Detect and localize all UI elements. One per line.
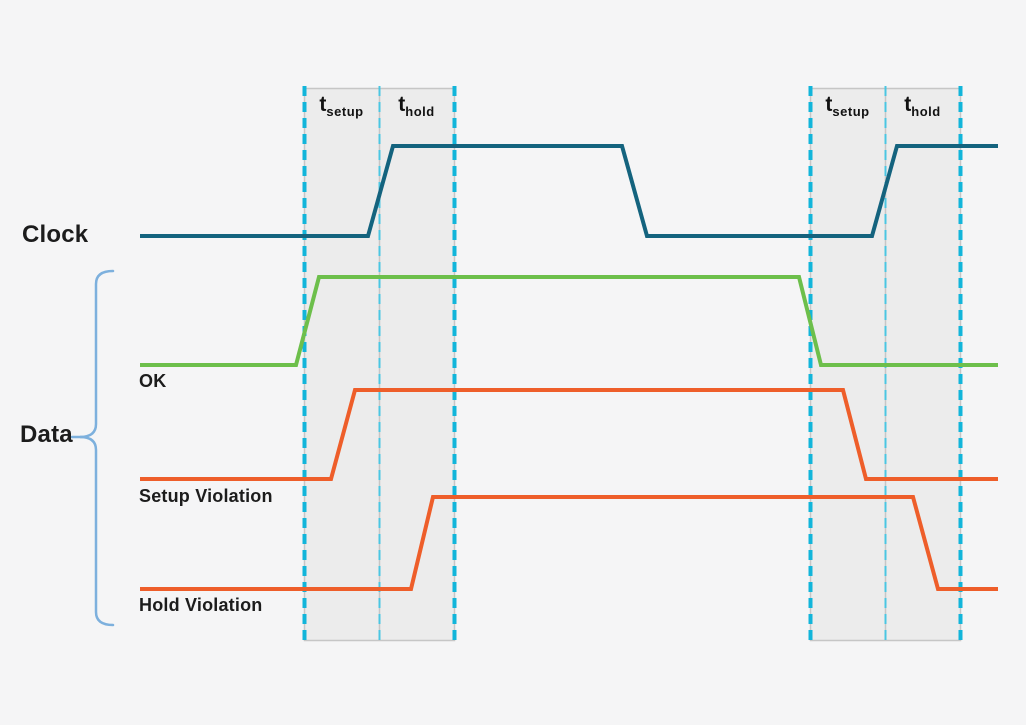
data-hold-violation-waveform	[140, 495, 998, 591]
data-setup-violation-waveform	[140, 388, 998, 481]
clock-label: Clock	[22, 221, 89, 248]
t-symbol: t	[398, 93, 406, 116]
t-symbol: t	[319, 93, 327, 116]
hold-subscript: hold	[911, 104, 941, 120]
setup-subscript: setup	[326, 104, 364, 120]
t-symbol: t	[825, 93, 833, 116]
ok-signal-label: OK	[139, 371, 167, 391]
t-setup-label-2: tsetup	[810, 93, 885, 119]
data-brace	[70, 269, 115, 627]
hold-violation-signal-label: Hold Violation	[139, 595, 263, 615]
t-setup-label-1: tsetup	[304, 93, 379, 119]
t-symbol: t	[904, 93, 912, 116]
setup-violation-signal-label: Setup Violation	[139, 486, 273, 506]
signal-waveforms	[140, 144, 998, 591]
data-ok-waveform	[140, 275, 998, 367]
t-hold-label-2: thold	[885, 93, 960, 119]
brace-curve	[79, 269, 115, 627]
t-hold-label-1: thold	[379, 93, 454, 119]
hold-subscript: hold	[405, 104, 435, 120]
data-label: Data	[20, 421, 73, 448]
clock-waveform	[140, 144, 998, 238]
setup-subscript: setup	[832, 104, 870, 120]
